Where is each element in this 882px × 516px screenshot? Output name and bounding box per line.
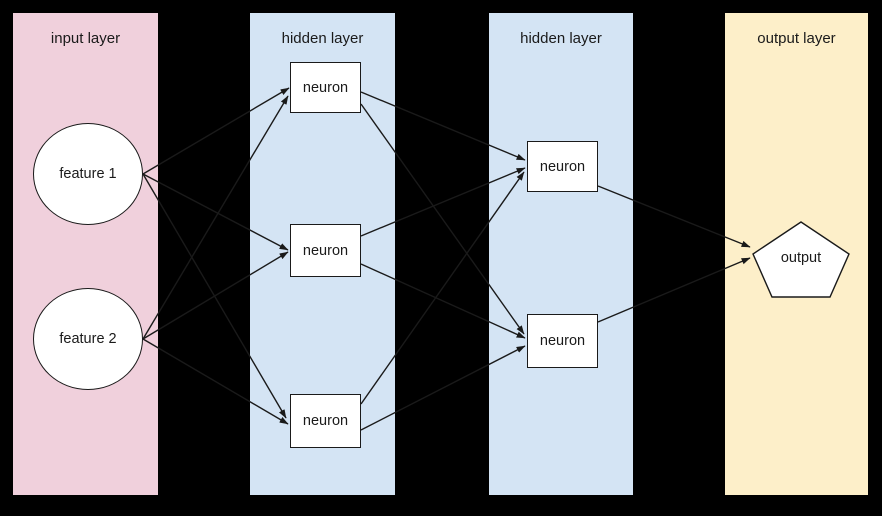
node-hidden1-neuron-2[interactable]: neuron [290,224,361,277]
node-feature-1[interactable]: feature 1 [33,123,143,225]
node-hidden1-neuron-1[interactable]: neuron [290,62,361,113]
layer-title-hidden-1: hidden layer [281,30,364,47]
node-hidden1-neuron-1-label: neuron [302,79,349,96]
layer-title-hidden-2: hidden layer [520,30,602,47]
node-output-label: output [780,250,822,266]
layer-title-output: output layer [757,30,836,47]
node-hidden1-neuron-3[interactable]: neuron [290,394,361,448]
node-hidden2-neuron-2-label: neuron [539,333,586,349]
node-hidden1-neuron-2-label: neuron [302,242,349,259]
node-feature-2-label: feature 2 [59,331,117,347]
node-hidden2-neuron-1-label: neuron [539,158,586,175]
node-hidden2-neuron-2[interactable]: neuron [527,314,598,368]
layer-title-input: input layer [50,30,121,47]
node-output-shape[interactable] [752,221,850,298]
node-feature-1-label: feature 1 [59,166,117,182]
node-feature-2[interactable]: feature 2 [33,288,143,390]
layer-panel-input: input layer [13,13,158,495]
node-hidden1-neuron-3-label: neuron [302,413,349,429]
node-hidden2-neuron-1[interactable]: neuron [527,141,598,192]
layer-panel-hidden-2: hidden layer [489,13,633,495]
